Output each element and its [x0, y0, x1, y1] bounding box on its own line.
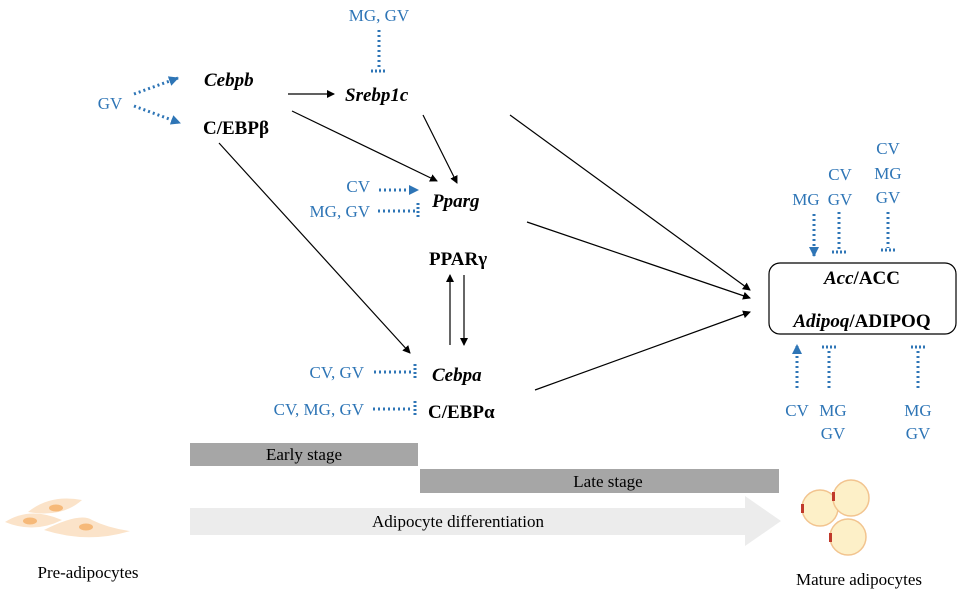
pparg-inhibitor-label: MG, GV	[310, 202, 371, 221]
acc-label: Acc/ACC	[823, 268, 900, 289]
cebpb-modulator-label: GV	[98, 94, 123, 113]
activation-arrow	[133, 104, 181, 125]
late-stage-bar	[420, 469, 779, 493]
srebp-modulator-label: MG, GV	[349, 6, 410, 25]
pparg-activator-label: CV	[346, 177, 370, 196]
protein-cebpa: C/EBPα	[428, 402, 495, 423]
box-top-inhibitor-label: CV	[876, 139, 900, 158]
arrow	[526, 221, 751, 300]
gene-cebpa: Cebpa	[432, 365, 482, 386]
differentiation-arrow	[190, 496, 781, 546]
gene-cebpb: Cebpb	[204, 70, 254, 91]
mature-adipocytes-label: Mature adipocytes	[796, 570, 922, 589]
activation-arrow	[133, 76, 179, 96]
protein-cebpb: C/EBPβ	[203, 118, 269, 139]
mature-adipocytes-icon	[801, 479, 870, 556]
differentiation-label: Adipocyte differentiation	[372, 512, 544, 531]
box-top-inhibitor-label: MG	[874, 164, 901, 183]
pre-adipocytes-label: Pre-adipocytes	[37, 563, 138, 582]
box-top-inhibitor-label: CV	[828, 165, 852, 184]
cebpa-inhibitor-label: CV, GV	[310, 363, 365, 382]
arrow	[534, 310, 751, 391]
adipoq-label: Adipoq/ADIPOQ	[792, 311, 930, 332]
target-genes-box	[768, 262, 957, 335]
box-top-activator-label: MG	[792, 190, 819, 209]
gene-srebp1c: Srebp1c	[345, 85, 409, 106]
box-top-inhibitor-label: GV	[828, 190, 853, 209]
box-bottom-activator-label: CV	[785, 401, 809, 420]
arrow	[291, 110, 438, 182]
arrow	[509, 114, 751, 291]
cebpa-protein-inhibitor-label: CV, MG, GV	[274, 400, 365, 419]
box-bottom-inhibitor-label: GV	[821, 424, 846, 443]
box-bottom-inhibitor-label: MG	[819, 401, 846, 420]
gene-pparg: Pparg	[431, 191, 480, 212]
arrow	[422, 114, 458, 184]
arrow	[218, 142, 411, 354]
pre-adipocytes-icon	[5, 498, 130, 538]
box-bottom-inhibitor-label: GV	[906, 424, 931, 443]
protein-pparg: PPARγ	[429, 249, 487, 270]
early-stage-bar	[190, 443, 418, 466]
late-stage-label: Late stage	[573, 472, 642, 491]
box-top-inhibitor-label: GV	[876, 188, 901, 207]
box-bottom-inhibitor-label: MG	[904, 401, 931, 420]
early-stage-label: Early stage	[266, 445, 342, 464]
